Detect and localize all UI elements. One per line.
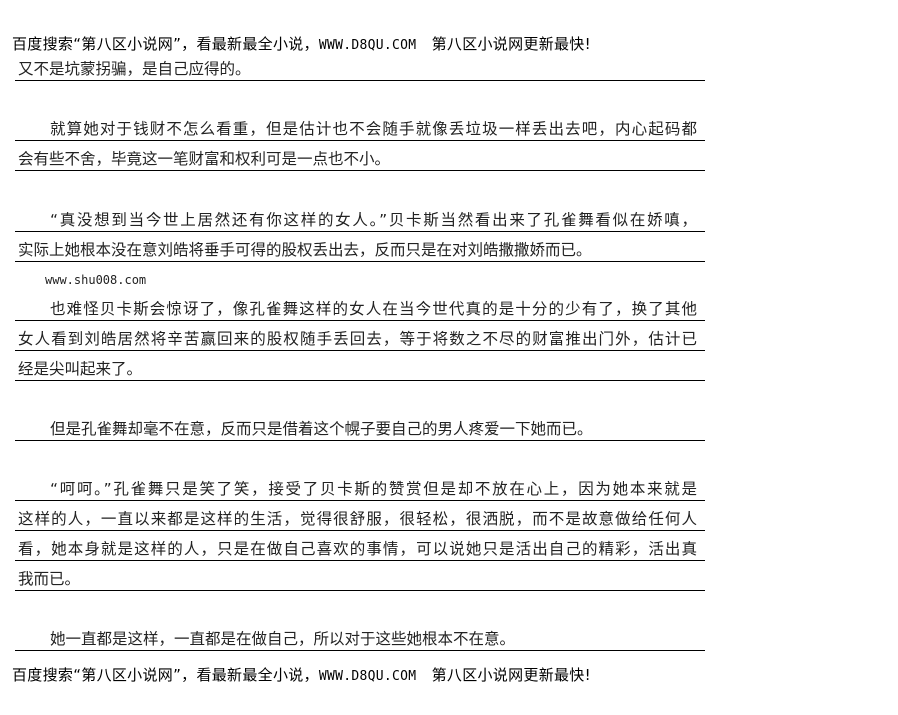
- text-line-content: 就算她对于钱财不怎么看重，但是估计也不会随手就像丢垃圾一样丢出去吧，内心起码都: [50, 120, 697, 138]
- text-line-content: “真没想到当今世上居然还有你这样的女人。”贝卡斯当然看出来了孔雀舞看似在娇嗔，: [50, 211, 697, 229]
- footer-slogan: 第八区小说网更新最快!: [431, 666, 591, 684]
- text-line: 看，她本身就是这样的人，只是在做自己喜欢的事情，可以说她只是活出自己的精彩，活出…: [15, 538, 705, 561]
- text-line-content: 实际上她根本没在意刘皓将垂手可得的股权丢出去，反而只是在对刘皓撒撒娇而已。: [18, 241, 592, 259]
- text-line: 又不是坑蒙拐骗，是自己应得的。: [15, 58, 705, 81]
- footer-text: 百度搜索“第八区小说网”，看最新最全小说，: [12, 666, 319, 684]
- text-line: 但是孔雀舞却毫不在意，反而只是借着这个幌子要自己的男人疼爱一下她而已。: [15, 418, 705, 441]
- text-line-content: 我而已。: [18, 570, 81, 588]
- text-line: 这样的人，一直以来都是这样的生活，觉得很舒服，很轻松，很洒脱，而不是故意做给任何…: [15, 508, 705, 531]
- text-line-content: 看，她本身就是这样的人，只是在做自己喜欢的事情，可以说她只是活出自己的精彩，活出…: [18, 540, 697, 558]
- text-line: 实际上她根本没在意刘皓将垂手可得的股权丢出去，反而只是在对刘皓撒撒娇而已。: [15, 239, 705, 262]
- text-line-content: 又不是坑蒙拐骗，是自己应得的。: [18, 60, 251, 78]
- header-url[interactable]: WWW.D8QU.COM: [318, 38, 417, 53]
- text-line: 我而已。: [15, 568, 705, 591]
- footer-url[interactable]: WWW.D8QU.COM: [318, 669, 417, 684]
- text-line: 会有些不舍，毕竟这一笔财富和权利可是一点也不小。: [15, 148, 705, 171]
- text-line-content: 经是尖叫起来了。: [18, 360, 143, 378]
- header-banner: 百度搜索“第八区小说网”，看最新最全小说，WWW.D8QU.COM 第八区小说网…: [12, 33, 591, 54]
- text-line: 女人看到刘皓居然将辛苦赢回来的股权随手丢回去，等于将数之不尽的财富推出门外，估计…: [15, 328, 705, 351]
- text-line-content: 也难怪贝卡斯会惊讶了，像孔雀舞这样的女人在当今世代真的是十分的少有了，换了其他: [50, 300, 697, 318]
- site-watermark: www.shu008.com: [45, 273, 147, 287]
- text-line-content: 这样的人，一直以来都是这样的生活，觉得很舒服，很轻松，很洒脱，而不是故意做给任何…: [18, 510, 697, 528]
- text-line: 她一直都是这样，一直都是在做自己，所以对于这些她根本不在意。: [15, 628, 705, 651]
- text-line-content: 但是孔雀舞却毫不在意，反而只是借着这个幌子要自己的男人疼爱一下她而已。: [50, 420, 593, 438]
- text-line-content: “呵呵。”孔雀舞只是笑了笑，接受了贝卡斯的赞赏但是却不放在心上，因为她本来就是: [50, 480, 697, 498]
- text-line: 经是尖叫起来了。: [15, 358, 705, 381]
- text-line-content: 会有些不舍，毕竟这一笔财富和权利可是一点也不小。: [18, 150, 391, 168]
- text-line: “真没想到当今世上居然还有你这样的女人。”贝卡斯当然看出来了孔雀舞看似在娇嗔，: [15, 209, 705, 232]
- text-line: 就算她对于钱财不怎么看重，但是估计也不会随手就像丢垃圾一样丢出去吧，内心起码都: [15, 118, 705, 141]
- text-line-content: 女人看到刘皓居然将辛苦赢回来的股权随手丢回去，等于将数之不尽的财富推出门外，估计…: [18, 330, 697, 348]
- header-text: 百度搜索“第八区小说网”，看最新最全小说，: [12, 35, 319, 53]
- text-line: “呵呵。”孔雀舞只是笑了笑，接受了贝卡斯的赞赏但是却不放在心上，因为她本来就是: [15, 478, 705, 501]
- footer-banner: 百度搜索“第八区小说网”，看最新最全小说，WWW.D8QU.COM 第八区小说网…: [12, 664, 591, 685]
- text-line: 也难怪贝卡斯会惊讶了，像孔雀舞这样的女人在当今世代真的是十分的少有了，换了其他: [15, 298, 705, 321]
- text-line-content: 她一直都是这样，一直都是在做自己，所以对于这些她根本不在意。: [50, 630, 516, 648]
- header-slogan: 第八区小说网更新最快!: [431, 35, 591, 53]
